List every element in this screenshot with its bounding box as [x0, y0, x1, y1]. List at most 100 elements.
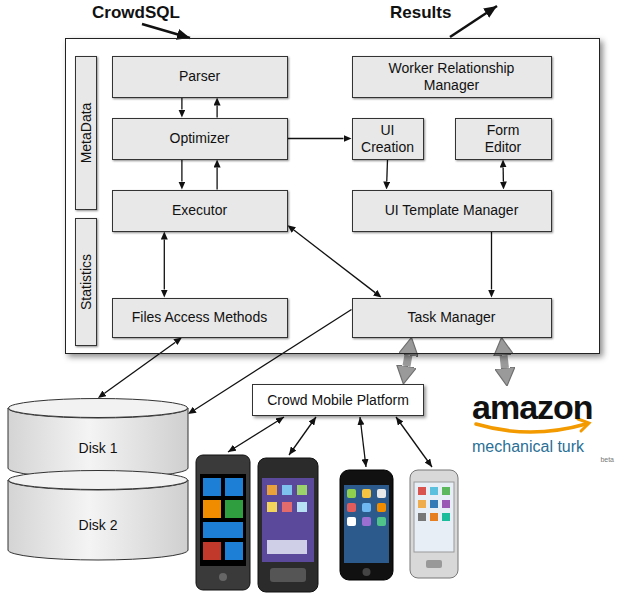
box-label: Optimizer [170, 130, 230, 147]
box-label: Crowd Mobile Platform [267, 392, 409, 409]
phone-tile [225, 478, 243, 496]
disk-outline [8, 398, 188, 478]
phone-screen [200, 474, 246, 566]
logo-subtitle: mechanical turk [472, 438, 584, 456]
data-flow-arrow [164, 240, 165, 290]
process-box: Worker Relationship Manager [352, 56, 552, 98]
phone-icon [347, 489, 356, 498]
box-label: Form Editor [473, 122, 533, 156]
phone-icon [362, 517, 371, 526]
box-label: Executor [172, 202, 227, 219]
phone-body [196, 455, 250, 590]
disk-cylinder: Disk 1 [8, 398, 188, 478]
phone-tile [225, 542, 243, 560]
iphone [340, 470, 393, 580]
process-box: Form Editor [455, 118, 552, 160]
phone-button [426, 560, 442, 568]
phone-button [270, 568, 306, 582]
box-label: Disk 1 [79, 440, 118, 457]
phone-tile [203, 542, 221, 560]
disk-top [9, 471, 188, 490]
phone-icon [377, 503, 386, 512]
phone-icon [430, 500, 438, 508]
phone-tile [203, 522, 243, 538]
phone-icon [282, 502, 292, 512]
data-flow-arrow [386, 160, 388, 182]
phone-icon [442, 513, 450, 521]
samsung-corby [410, 470, 458, 578]
phone-tile [203, 500, 221, 518]
crowd-flow-arrow [504, 355, 505, 368]
phone-body [410, 470, 458, 578]
input-arrow [142, 24, 190, 38]
phone-body [340, 470, 393, 580]
process-box: UI Template Manager [352, 190, 552, 232]
smile-curve [476, 424, 586, 432]
data-flow-arrow [216, 106, 217, 118]
phone-icon [347, 503, 356, 512]
crowd-flow-arrow [406, 355, 408, 366]
data-flow-arrow [216, 168, 217, 190]
box-label: Task Manager [408, 309, 496, 326]
phone-screen [414, 482, 454, 552]
disk-outline [8, 470, 188, 560]
box-label: Disk 2 [79, 517, 118, 534]
phone-link [396, 417, 432, 467]
phone-icon [418, 500, 426, 508]
phone-body [258, 458, 318, 592]
phone-icon [267, 502, 277, 512]
phone-icon [418, 513, 426, 521]
disk-top [9, 399, 188, 418]
phone-link [289, 417, 316, 455]
disk-body [8, 480, 188, 560]
phone-icon [362, 503, 371, 512]
disk-cylinder: Disk 2 [8, 470, 188, 560]
phone-icon [297, 485, 307, 495]
catalog-box: Statistics [75, 218, 97, 346]
phone-icon [430, 487, 438, 495]
phone-icon [347, 517, 356, 526]
input-label: CrowdSQL [92, 3, 180, 23]
amazon-logo: amazonmechanical turkbeta [468, 386, 624, 466]
windows-phone [196, 455, 250, 590]
data-flow-arrow [502, 167, 504, 181]
box-label: Files Access Methods [132, 309, 267, 326]
phone-icon [362, 489, 371, 498]
box-label: UI Creation [357, 122, 419, 156]
phone-tile [225, 500, 243, 518]
data-flow-arrow [181, 160, 182, 182]
box-label: Parser [179, 68, 220, 85]
phone-tile [203, 478, 221, 496]
platform-box: Crowd Mobile Platform [252, 384, 424, 416]
system-boundary: MetaDataStatistics Parser Worker Relations… [65, 38, 600, 354]
phone-link [228, 417, 284, 452]
phone-link [360, 417, 366, 467]
phone-icon [377, 517, 386, 526]
phone-widget [267, 540, 307, 554]
phone-icon [267, 485, 277, 495]
phone-icon [430, 513, 438, 521]
data-flow-arrow [491, 232, 492, 290]
box-label: Worker Relationship Manager [377, 60, 527, 94]
box-label: Statistics [77, 253, 94, 309]
phone-icon [377, 489, 386, 498]
process-box: Executor [112, 190, 288, 232]
data-flow-arrow [294, 230, 375, 293]
phone-screen [262, 478, 314, 562]
logo-badge: beta [600, 456, 614, 463]
phone-button [363, 568, 371, 576]
phone-icon [442, 500, 450, 508]
box-label: MetaData [77, 102, 94, 163]
process-box: Files Access Methods [112, 298, 288, 338]
output-label: Results [390, 3, 451, 23]
phone-icon [297, 502, 307, 512]
data-flow-arrow [288, 138, 344, 139]
phone-button [219, 573, 227, 581]
phone-icon [418, 487, 426, 495]
disk-body [8, 408, 188, 478]
process-box: UI Creation [352, 118, 424, 160]
samsung-phone [258, 458, 318, 592]
process-box: Task Manager [352, 298, 552, 338]
process-box: Optimizer [112, 118, 288, 160]
catalog-box: MetaData [75, 56, 97, 210]
